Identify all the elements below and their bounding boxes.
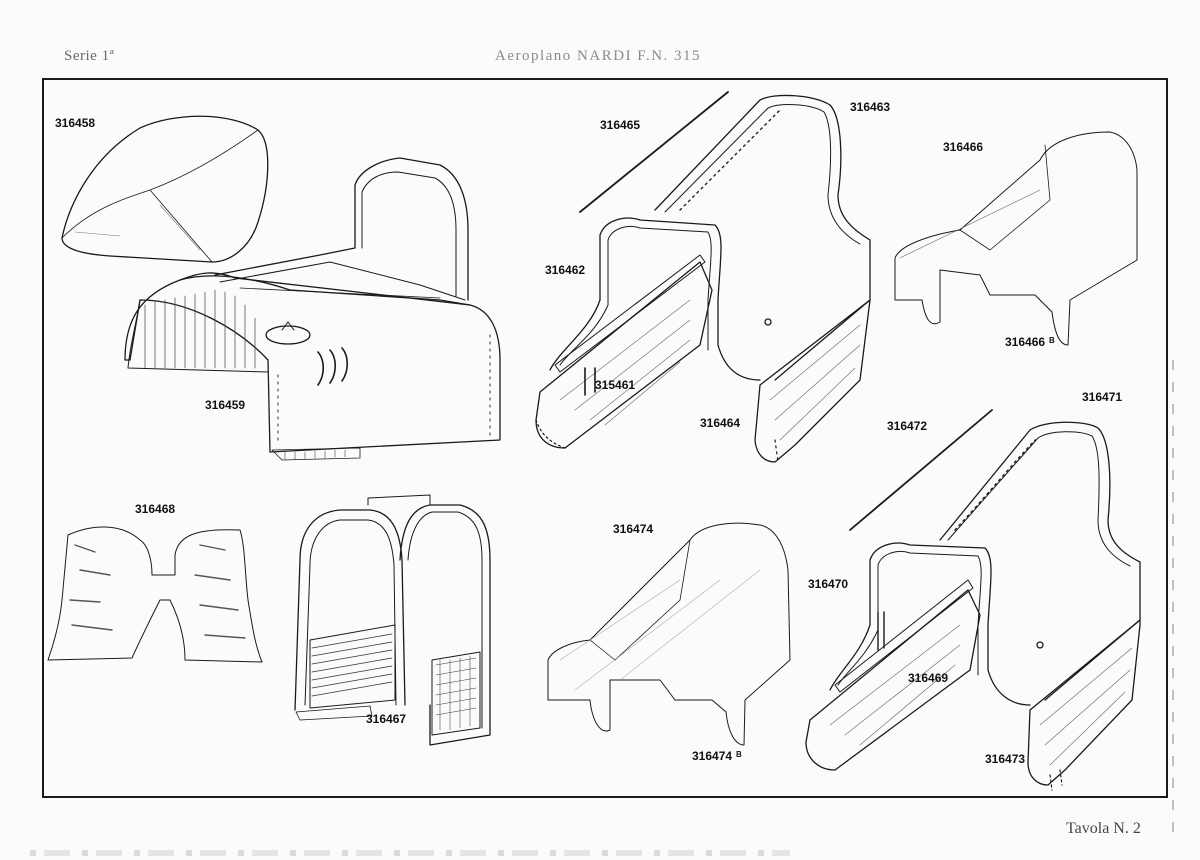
part-code: 316458 bbox=[55, 116, 96, 130]
part-label-316473: 316473 bbox=[985, 752, 1025, 766]
part-code: 316470 bbox=[808, 577, 849, 591]
document-title: Aeroplano NARDI F.N. 315 bbox=[495, 48, 702, 64]
part-code: 316463 bbox=[850, 100, 891, 114]
part-code: 316459 bbox=[205, 398, 246, 412]
part-label-316462: 316462 bbox=[545, 263, 585, 277]
part-code: 316467 bbox=[366, 712, 407, 726]
part-label-316469: 316469 bbox=[908, 671, 948, 685]
part-suffix: B bbox=[736, 750, 742, 759]
part-code: 316465 bbox=[600, 118, 641, 132]
part-label-316459: 316459 bbox=[205, 398, 245, 412]
part-code: 316464 bbox=[700, 416, 741, 430]
plate-frame bbox=[42, 78, 1168, 798]
part-label-316467: 316467 bbox=[366, 712, 406, 726]
part-drawing-316468 bbox=[47, 526, 263, 663]
part-code: 316466 bbox=[1005, 335, 1046, 349]
part-label-316458: 316458 bbox=[55, 116, 95, 130]
part-drawing-316465 bbox=[579, 91, 729, 213]
part-code: 316468 bbox=[135, 502, 176, 516]
part-label-316474: 316474 bbox=[613, 522, 653, 536]
part-code: 316474 bbox=[613, 522, 654, 536]
series-label: Serie 1ª bbox=[64, 48, 115, 64]
part-drawing-316470 bbox=[829, 542, 1031, 706]
part-code: 316474 bbox=[692, 749, 733, 763]
part-drawing-316471 bbox=[939, 421, 1141, 701]
part-code: 316462 bbox=[545, 263, 586, 277]
scan-artifact-side bbox=[1172, 360, 1174, 840]
page-header: Serie 1ª Aeroplano NARDI F.N. 315 bbox=[0, 48, 1200, 72]
part-label-316463: 316463 bbox=[850, 100, 890, 114]
part-drawing-316467 bbox=[294, 494, 491, 746]
part-label-316470: 316470 bbox=[808, 577, 848, 591]
part-code: 316472 bbox=[887, 419, 928, 433]
part-code: 316469 bbox=[908, 671, 949, 685]
part-drawing-315461 bbox=[535, 261, 713, 449]
part-drawing-316462 bbox=[549, 217, 761, 381]
part-drawing-316463 bbox=[654, 94, 871, 381]
part-drawing-316469 bbox=[805, 589, 981, 771]
part-drawing-316474 bbox=[547, 522, 791, 746]
part-drawing-316472 bbox=[849, 409, 993, 531]
part-label-316465: 316465 bbox=[600, 118, 640, 132]
scan-artifact-bottom bbox=[30, 850, 790, 856]
part-drawing-316473 bbox=[1027, 619, 1141, 791]
part-label-316472: 316472 bbox=[887, 419, 927, 433]
part-label-316468: 316468 bbox=[135, 502, 175, 516]
part-drawing-316459 bbox=[124, 157, 501, 461]
part-drawing-316464 bbox=[754, 299, 871, 463]
part-code: 316473 bbox=[985, 752, 1026, 766]
part-label-315461: 315461 bbox=[595, 378, 635, 392]
part-code: 316466 bbox=[943, 140, 984, 154]
part-drawing-316466 bbox=[894, 131, 1138, 346]
part-suffix: B bbox=[1049, 336, 1055, 345]
part-label-316471: 316471 bbox=[1082, 390, 1122, 404]
part-code: 316471 bbox=[1082, 390, 1123, 404]
plate-number: Tavola N. 2 bbox=[1066, 820, 1141, 837]
part-drawing-316458 bbox=[61, 115, 269, 263]
part-label-316466: 316466 bbox=[943, 140, 983, 154]
part-label-316464: 316464 bbox=[700, 416, 740, 430]
part-code: 315461 bbox=[595, 378, 636, 392]
